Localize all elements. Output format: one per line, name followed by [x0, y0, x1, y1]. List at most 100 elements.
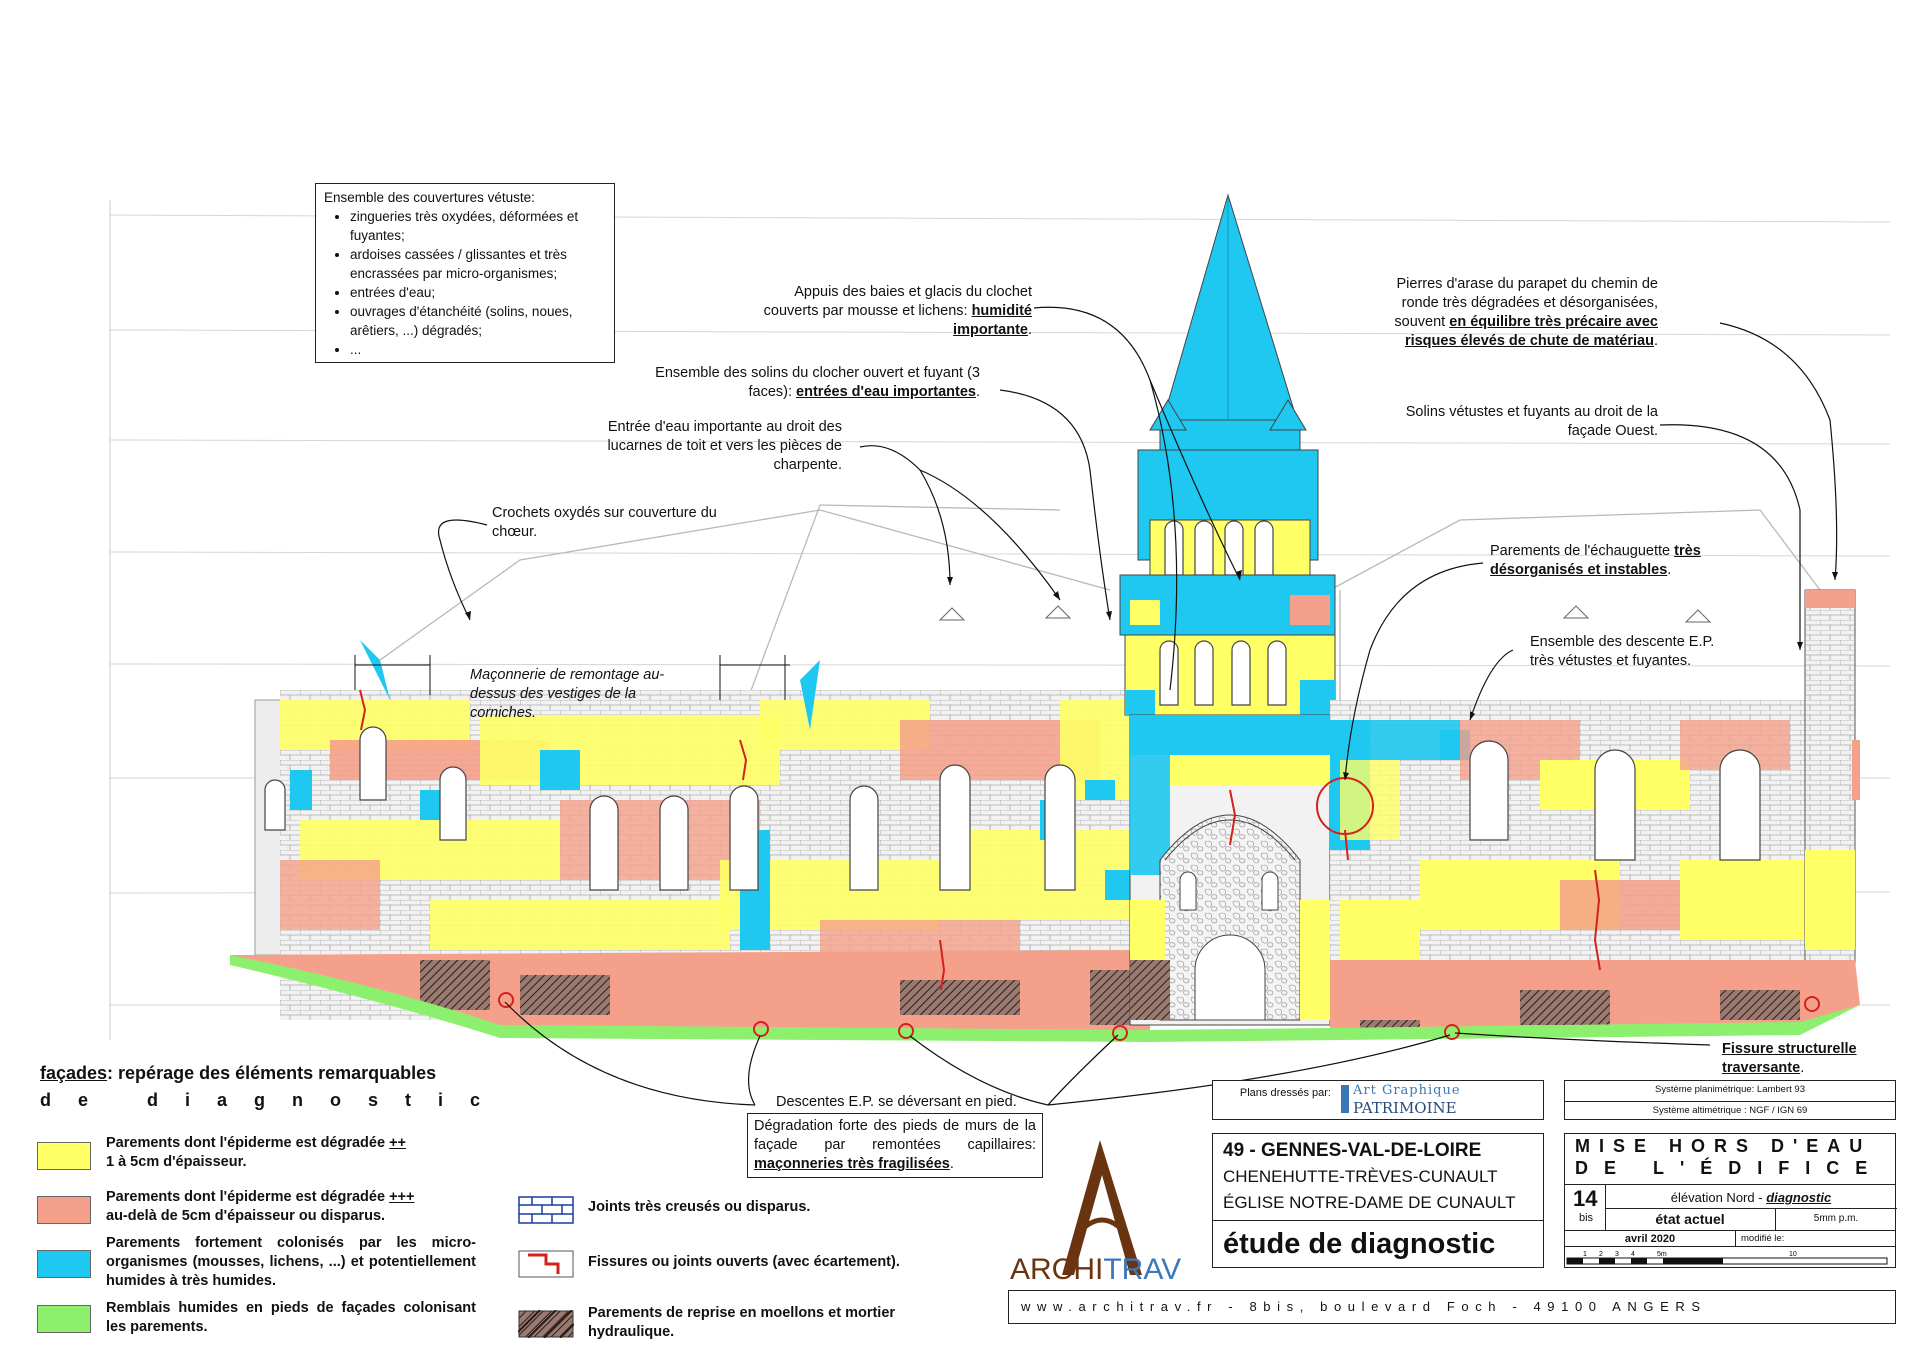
legend-symbol-joints-text: Joints très creusés ou disparus.	[588, 1199, 811, 1215]
legend-swatch-cyan	[37, 1250, 91, 1278]
annotation-emphasis: humidité importante	[953, 303, 1032, 338]
annotation-echauguette: Parements de l'échauguette très désorgan…	[1490, 542, 1720, 580]
annotation-emphasis: très désorganisés et instables	[1490, 543, 1701, 578]
leader-arrowheads	[460, 343, 1838, 780]
systems-divider	[1565, 1101, 1895, 1102]
system-plani: Système planimétrique: Lambert 93	[1655, 1084, 1805, 1095]
study-title: étude de diagnostic	[1223, 1228, 1496, 1260]
annotation-emphasis: Fissure structurelle traversante	[1722, 1041, 1857, 1076]
logo-archi: ARCHI	[1010, 1253, 1104, 1286]
annotation-bays: Appuis des baies et glacis du clochet co…	[760, 283, 1032, 340]
annotation-end: .	[1667, 562, 1672, 578]
marker-circles	[498, 777, 1820, 1041]
architrav-logo-text: ARCHITRAV	[1010, 1253, 1181, 1287]
corniche-markers	[354, 655, 790, 700]
leader-lines	[438, 304, 1838, 1106]
partner-logo-mark	[1341, 1085, 1349, 1113]
annotation-emphasis: maçonneries très fragilisées	[754, 1156, 950, 1172]
view-title: élévation Nord - diagnostic	[1605, 1190, 1897, 1205]
scale-bar: 1 2 3 4 5m 10	[1566, 1251, 1888, 1265]
annotation-text: Pierres d'arase du parapet du chemin de …	[1394, 276, 1658, 330]
footer-address: www.architrav.fr - 8bis, boulevard Foch …	[1021, 1299, 1707, 1314]
annotation-solins-clocher: Ensemble des solins du clocher ouvert et…	[640, 364, 980, 402]
annotation-degradation-box: Dégradation forte des pieds de murs de l…	[747, 1113, 1043, 1178]
roof-annotation-box: Ensemble des couvertures vétuste: zingue…	[315, 183, 615, 363]
annotation-emphasis: en équilibre très précaire avec risques …	[1404, 314, 1658, 349]
legend-subtitle: de diagnostic	[40, 1090, 508, 1110]
legend-title-rest: : repérage des éléments remarquables	[107, 1063, 437, 1083]
annotation-crochets: Crochets oxydés sur couverture du chœur.	[492, 505, 717, 540]
legend-text: au-delà de 5cm d'épaisseur ou disparus.	[106, 1208, 386, 1224]
legend-item-salmon: Parements dont l'épiderme est dégradée +…	[106, 1188, 486, 1226]
project-sheet-box: MISE HORS D'EAU DE L'ÉDIFICE 14 bis élév…	[1564, 1133, 1897, 1268]
project-line2: DE L'ÉDIFICE	[1575, 1158, 1884, 1178]
sheet-divider-v3	[1735, 1230, 1736, 1246]
sheet-divider-1	[1565, 1184, 1895, 1185]
legend-item-green: Remblais humides en pieds de façades col…	[106, 1300, 476, 1335]
scale-label: 5mm p.m.	[1813, 1213, 1859, 1224]
annotation-emphasis: entrées d'eau importantes	[796, 384, 976, 400]
annotation-end: .	[1027, 322, 1032, 338]
legend-emphasis: +++	[389, 1189, 415, 1205]
nave-east	[1330, 589, 1860, 1030]
scale-tick: 10	[1789, 1251, 1797, 1258]
legend-symbol-joints	[518, 1196, 574, 1224]
annotation-end: .	[975, 384, 980, 400]
annotation-end: .	[1800, 1060, 1805, 1076]
partner-logo-line1: Art Graphique	[1353, 1083, 1461, 1098]
scale-tick: 2	[1599, 1251, 1603, 1258]
plans-dresses-box: Plans dressés par: Art Graphique PATRIMO…	[1212, 1080, 1544, 1120]
nave-west	[230, 640, 1150, 1035]
annotation-text: Appuis des baies et glacis du clochet co…	[763, 284, 1032, 319]
annotation-end: .	[949, 1156, 954, 1172]
annotation-parapet: Pierres d'arase du parapet du chemin de …	[1370, 275, 1658, 351]
system-alti: Système altimétrique : NGF / IGN 69	[1652, 1105, 1808, 1116]
annotation-fissure: Fissure structurelle traversante.	[1722, 1040, 1882, 1078]
architrav-logo-mark	[1062, 1140, 1142, 1275]
commune-name: CHENEHUTTE-TRÈVES-CUNAULT	[1223, 1167, 1498, 1186]
annotation-text: Parements de l'échauguette	[1490, 543, 1671, 559]
roof-box-list: zingueries très oxydées, déformées et fu…	[324, 207, 606, 359]
legend-emphasis: ++	[389, 1135, 407, 1151]
scale-tick: 3	[1615, 1251, 1619, 1258]
systems-box: Système planimétrique: Lambert 93 Systèm…	[1564, 1080, 1896, 1120]
legend-item-cyan: Parements fortement colonisés par les mi…	[106, 1235, 476, 1289]
modified-label: modifié le:	[1741, 1233, 1785, 1244]
legend-swatch-yellow	[37, 1142, 91, 1170]
legend-symbol-reprise	[518, 1310, 574, 1338]
legend-symbol-fissures	[518, 1250, 574, 1278]
roof-dormers	[938, 605, 1712, 623]
legend-swatch-salmon	[37, 1196, 91, 1224]
legend-text: Parements dont l'épiderme est dégradée	[106, 1189, 386, 1205]
location-divider	[1213, 1220, 1543, 1221]
legend-text: Parements dont l'épiderme est dégradée	[106, 1135, 386, 1151]
annotation-text: Ensemble des solins du clocher ouvert et…	[655, 365, 980, 400]
partner-logo-line2: PATRIMOINE	[1353, 1099, 1457, 1117]
legend-text: 1 à 5cm d'épaisseur.	[106, 1154, 247, 1170]
logo-trav: TRAV	[1103, 1253, 1182, 1286]
sheet-divider-v	[1605, 1184, 1606, 1230]
legend-swatch-green	[37, 1305, 91, 1333]
legend-title: façades: repérage des éléments remarquab…	[40, 1063, 436, 1084]
roof-box-item: ardoises cassées / glissantes et très en…	[350, 245, 606, 283]
plans-dresses-label: Plans dressés par:	[1239, 1087, 1331, 1099]
annotation-solins-ouest: Solins vétustes et fuyants au droit de l…	[1405, 404, 1658, 439]
annotation-end: .	[1653, 333, 1658, 349]
roof-box-item: entrées d'eau;	[350, 283, 606, 302]
sheet-divider-2	[1605, 1208, 1897, 1209]
legend-title-underlined: façades	[40, 1063, 108, 1083]
date-label: avril 2020	[1624, 1233, 1676, 1245]
ground-band	[230, 955, 1860, 1042]
sheet-divider-v2	[1775, 1208, 1776, 1230]
view-label: élévation Nord -	[1670, 1190, 1763, 1205]
church-name: ÉGLISE NOTRE-DAME DE CUNAULT	[1223, 1193, 1516, 1212]
roof-box-item: ouvrages d'étanchéité (solins, noues, ar…	[350, 302, 606, 340]
annotation-descente-ep: Ensemble des descente E.P. très vétustes…	[1530, 634, 1715, 669]
roof-box-item: zingueries très oxydées, déformées et fu…	[350, 207, 606, 245]
roof-box-item: ...	[350, 340, 606, 359]
project-location-box: 49 - GENNES-VAL-DE-LOIRE CHENEHUTTE-TRÈV…	[1212, 1133, 1544, 1268]
annotation-text: Dégradation forte des pieds de murs de l…	[754, 1118, 1036, 1153]
scale-tick: 4	[1631, 1251, 1635, 1258]
sheet-divider-4	[1565, 1246, 1895, 1247]
